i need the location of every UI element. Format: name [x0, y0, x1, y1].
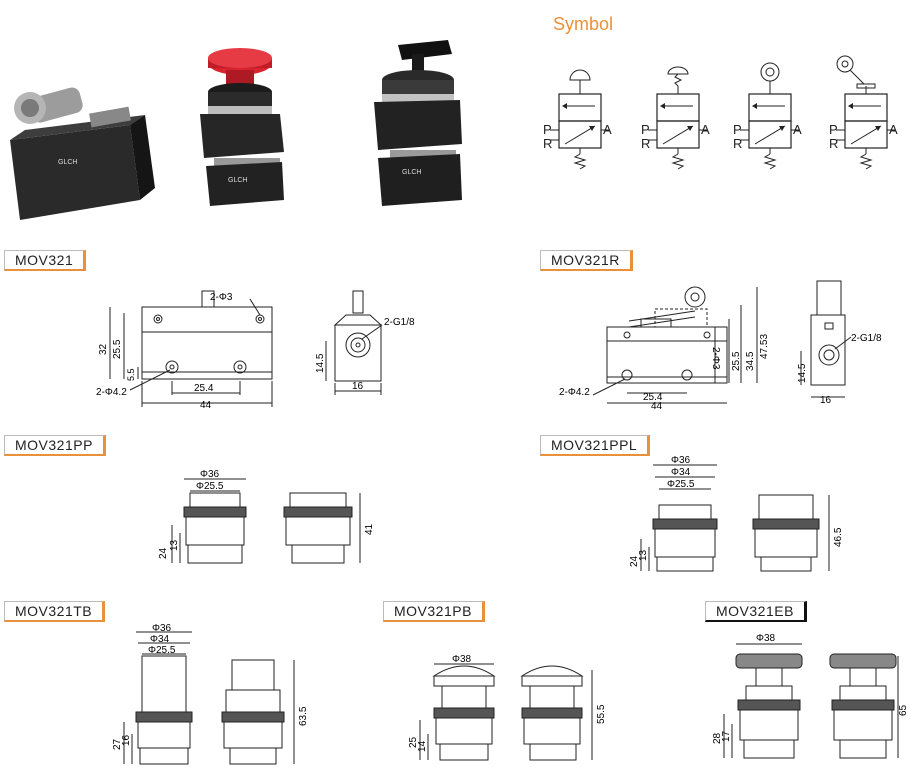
dim-mov321r-h34-5: 34.5	[745, 351, 756, 371]
dim-mov321tb-h63-5: 63.5	[298, 706, 309, 726]
symbol-port-r-2: R	[641, 136, 650, 151]
dim-mov321r-h14-5: 14.5	[797, 363, 808, 383]
dim-mov321pb-h55-5: 55.5	[596, 704, 607, 724]
dim-mov321r-w44: 44	[651, 401, 663, 412]
symbol-port-a-1: A	[603, 122, 612, 137]
dim-mov321pp-d36: Φ36	[200, 469, 220, 480]
dim-mov321pp-d25-5: Φ25.5	[196, 481, 224, 492]
drawing-mov321tb: Φ36 Φ34 Φ25.5 27 16 63.5	[112, 623, 309, 765]
drawing-mov321: 2-Φ3 32 25.5 5.5 2-Φ4.2 25.4 44 2-G1/8 1…	[96, 290, 415, 411]
dim-mov321-holes-top: 2-Φ3	[210, 292, 233, 303]
drawing-mov321pb: Φ38 25 14 55.5	[408, 654, 607, 761]
dim-mov321tb-d34: Φ34	[150, 634, 170, 645]
drawing-mov321ppl: Φ36 Φ34 Φ25.5 24 13 46.5	[629, 455, 844, 572]
photo-roller-lever-valve: GLCH	[10, 87, 155, 220]
dim-mov321-w44: 44	[200, 400, 212, 411]
dim-mov321pp-h13: 13	[169, 539, 180, 551]
dim-mov321-h25-5: 25.5	[112, 339, 123, 359]
dim-mov321-w25-4: 25.4	[194, 383, 214, 394]
model-tag-mov321pb: MOV321PB	[383, 601, 485, 622]
dim-mov321tb-d25-5: Φ25.5	[148, 645, 176, 656]
drawing-mov321eb: Φ38 28 17 65	[712, 633, 909, 759]
dim-mov321pb-h25: 25	[408, 736, 419, 748]
model-tag-mov321tb: MOV321TB	[4, 601, 106, 622]
symbol-port-r-3: R	[733, 136, 742, 151]
dim-mov321tb-h27: 27	[112, 738, 123, 750]
symbol-port-r-4: R	[829, 136, 838, 151]
dim-mov321pp-h41: 41	[364, 523, 375, 535]
dim-mov321r-h47-53: 47.53	[759, 334, 770, 359]
symbol-title: Symbol	[553, 14, 614, 34]
symbol-port-p-1: P	[543, 122, 552, 137]
photo-brand-3: GLCH	[402, 169, 421, 176]
model-tag-mov321: MOV321	[4, 250, 87, 271]
dim-mov321pp-h24: 24	[158, 547, 169, 559]
dim-mov321-holes-bottom: 2-Φ4.2	[96, 387, 127, 398]
dim-mov321-h5-5: 5.5	[126, 368, 136, 381]
dim-mov321r-w25-4: 25.4	[643, 392, 663, 403]
dim-mov321-h32: 32	[98, 343, 109, 355]
model-tag-mov321r: MOV321R	[540, 250, 633, 271]
photo-brand-1: GLCH	[58, 159, 77, 166]
dim-mov321-w16: 16	[352, 381, 364, 392]
symbol-port-p-2: P	[641, 122, 650, 137]
dim-mov321ppl-d36: Φ36	[671, 455, 691, 466]
symbol-port-a-4: A	[889, 122, 898, 137]
dim-mov321r-port: 2-G1/8	[851, 333, 882, 344]
symbol-port-a-2: A	[701, 122, 710, 137]
model-tag-mov321pp: MOV321PP	[4, 435, 106, 456]
dim-mov321ppl-d25-5: Φ25.5	[667, 479, 695, 490]
symbol-diagrams: P R A P R A P R A P R A	[543, 55, 898, 170]
dim-mov321r-w16: 16	[820, 395, 832, 406]
dim-mov321ppl-h46-5: 46.5	[833, 527, 844, 547]
drawing-mov321r: 2-Φ3 25.5 34.5 47.53 2-Φ4.2 25.4 44 2-G1…	[559, 280, 882, 412]
photo-mushroom-button-valve: GLCH	[200, 48, 284, 206]
drawing-mov321pp: Φ36 Φ25.5 24 13 41	[158, 469, 375, 564]
dim-mov321eb-h17: 17	[721, 730, 732, 742]
dim-mov321eb-h65: 65	[898, 704, 909, 716]
photo-brand-2: GLCH	[228, 177, 247, 184]
symbol-port-p-4: P	[829, 122, 838, 137]
symbol-port-a-3: A	[793, 122, 802, 137]
dim-mov321r-h25-5: 25.5	[731, 351, 742, 371]
dim-mov321tb-h16: 16	[121, 734, 132, 746]
dim-mov321ppl-h13: 13	[638, 549, 649, 561]
dim-mov321ppl-h24: 24	[629, 555, 640, 567]
dim-mov321eb-d38: Φ38	[756, 633, 776, 644]
dim-mov321pb-d38: Φ38	[452, 654, 472, 665]
dim-mov321eb-h28: 28	[712, 732, 723, 744]
dim-mov321tb-d36: Φ36	[152, 623, 172, 634]
model-tag-mov321eb: MOV321EB	[705, 601, 807, 622]
dim-mov321-h14-5: 14.5	[315, 353, 326, 373]
dim-mov321r-holes-top: 2-Φ3	[710, 347, 721, 370]
photo-selector-valve: GLCH	[374, 40, 462, 206]
symbol-roller-lever: P R A	[829, 55, 898, 170]
model-tag-mov321ppl: MOV321PPL	[540, 435, 651, 456]
symbol-roller: P R A	[733, 62, 802, 170]
dim-mov321pb-h14: 14	[417, 740, 428, 752]
dim-mov321-port: 2-G1/8	[384, 317, 415, 328]
dim-mov321ppl-d34: Φ34	[671, 467, 691, 478]
product-photos: GLCH GLCH GLCH	[10, 40, 462, 220]
symbol-port-r-1: R	[543, 136, 552, 151]
symbol-mushroom: P R A	[641, 66, 710, 170]
dim-mov321r-holes-bottom: 2-Φ4.2	[559, 387, 590, 398]
symbol-button: P R A	[543, 69, 612, 170]
symbol-port-p-3: P	[733, 122, 742, 137]
